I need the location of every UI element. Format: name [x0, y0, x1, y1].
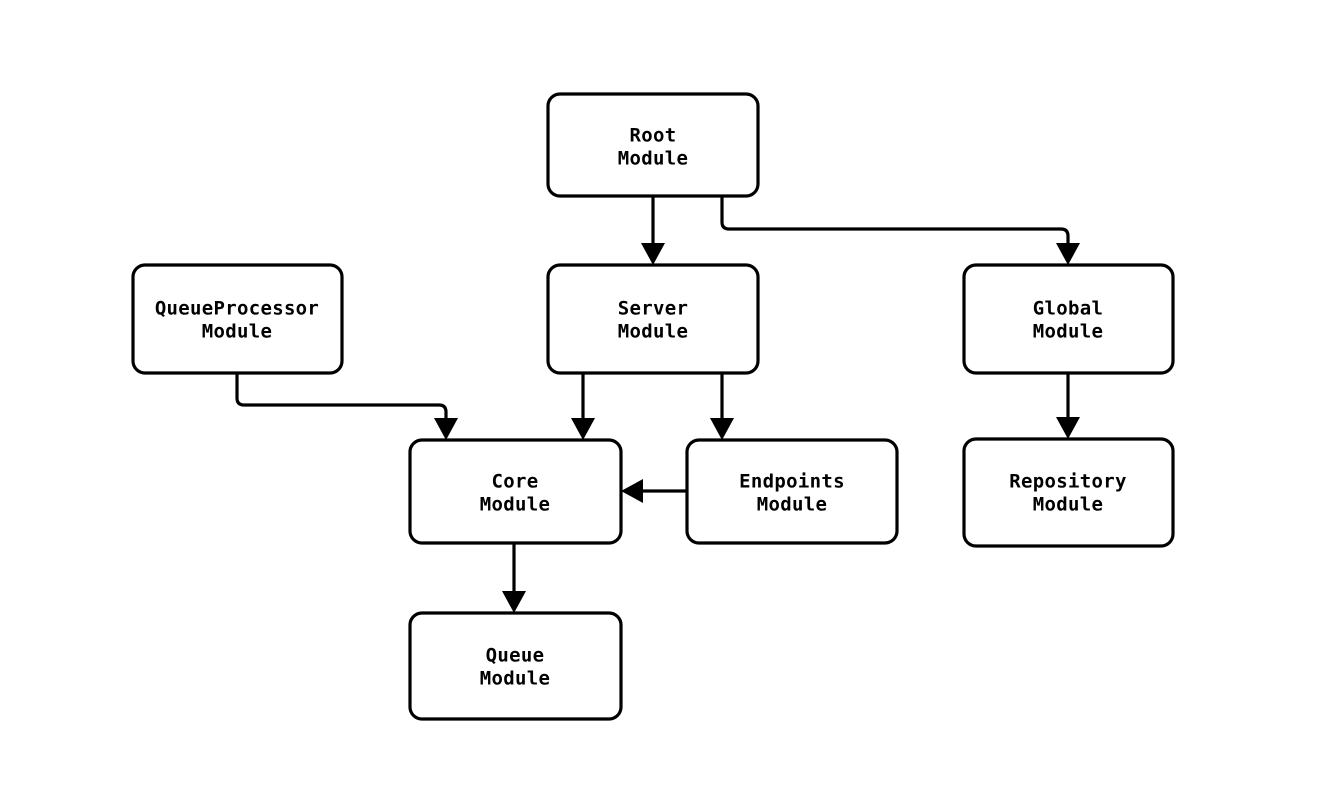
node-layer: Root Module QueueProcessor Module Server…: [131, 92, 1175, 721]
edge-global-to-repository: [1056, 373, 1080, 439]
node-queueprocessor-module-label-line2: Module: [202, 321, 272, 343]
edge-root-to-global: [720, 196, 1080, 265]
node-endpoints-module[interactable]: Endpoints Module: [685, 438, 899, 545]
node-queue-module-label-line1: Queue: [486, 645, 545, 667]
node-queue-module-box[interactable]: [408, 611, 623, 721]
node-root-module-label-line1: Root: [630, 125, 677, 147]
node-queueprocessor-module-label-line1: QueueProcessor: [155, 298, 319, 320]
node-endpoints-module-box[interactable]: [685, 438, 899, 545]
node-global-module[interactable]: Global Module: [962, 263, 1175, 375]
edge-layer: [235, 196, 1080, 613]
node-root-module-box[interactable]: [546, 92, 760, 198]
node-queueprocessor-module-box[interactable]: [131, 263, 344, 375]
node-root-module[interactable]: Root Module: [546, 92, 760, 198]
node-global-module-label-line1: Global: [1033, 298, 1103, 320]
edge-root-to-server: [641, 196, 665, 265]
node-core-module-box[interactable]: [408, 438, 623, 545]
node-queue-module[interactable]: Queue Module: [408, 611, 623, 721]
node-endpoints-module-label-line1: Endpoints: [739, 471, 845, 493]
node-repository-module[interactable]: Repository Module: [962, 437, 1175, 548]
node-global-module-box[interactable]: [962, 263, 1175, 375]
node-repository-module-box[interactable]: [962, 437, 1175, 548]
node-queueprocessor-module[interactable]: QueueProcessor Module: [131, 263, 344, 375]
node-root-module-label-line2: Module: [618, 148, 688, 170]
edge-server-to-core: [571, 373, 595, 440]
edge-server-to-endpoints: [710, 373, 734, 440]
node-queue-module-label-line2: Module: [480, 668, 550, 690]
node-repository-module-label-line2: Module: [1033, 494, 1103, 516]
node-global-module-label-line2: Module: [1033, 321, 1103, 343]
node-core-module-label-line1: Core: [492, 471, 539, 493]
node-core-module[interactable]: Core Module: [408, 438, 623, 545]
node-server-module[interactable]: Server Module: [546, 263, 760, 375]
node-endpoints-module-label-line2: Module: [757, 494, 827, 516]
node-server-module-box[interactable]: [546, 263, 760, 375]
node-repository-module-label-line1: Repository: [1009, 471, 1126, 493]
edge-core-to-queue: [502, 543, 526, 613]
node-core-module-label-line2: Module: [480, 494, 550, 516]
edge-queueprocessor-to-core: [235, 373, 458, 440]
node-server-module-label-line2: Module: [618, 321, 688, 343]
node-server-module-label-line1: Server: [618, 298, 688, 320]
edge-endpoints-to-core: [621, 479, 687, 503]
